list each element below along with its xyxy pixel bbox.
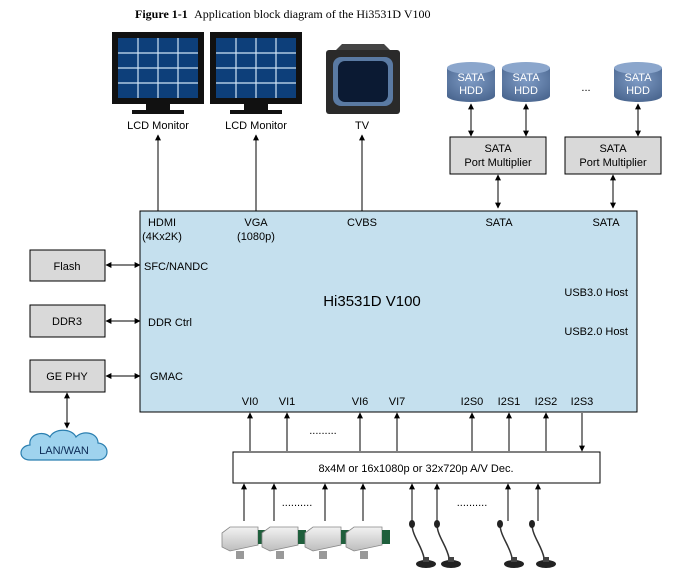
flash-label: Flash [54,261,81,273]
sata-port-multiplier-1: SATA Port Multiplier [449,136,547,175]
microphone-icon [434,520,461,568]
av-decoder-block: 8x4M or 16x1080p or 32x720p A/V Dec. [232,451,601,484]
flash-block: Flash [29,249,106,282]
i2s1-label: I2S1 [498,396,521,408]
vga-res-label: (1080p) [237,231,275,243]
figure-caption: Figure 1-1 Application block diagram of … [135,7,431,21]
lcd-monitor-1 [112,32,204,114]
vi7-label: VI7 [389,396,406,408]
microphone-icon [409,520,436,568]
usb2-host-label: USB2.0 Host [564,326,628,338]
sata-hdd-1: SATA HDD [447,62,495,102]
hdd-1-line2: HDD [459,85,483,97]
hdd-1-line1: SATA [457,72,485,84]
cvbs-label: CVBS [347,217,377,229]
camera-icon [345,526,390,559]
figure-title: Application block diagram of the Hi3531D… [194,7,430,21]
vi0-label: VI0 [242,396,259,408]
lcd-monitor-2-label: LCD Monitor [225,120,287,132]
port-mult-2-line1: SATA [599,143,627,155]
monitor-grid-icon [216,38,296,98]
lcd-monitor-2 [210,32,302,114]
ddr3-label: DDR3 [52,316,82,328]
ddr-ctrl-label: DDR Ctrl [148,317,192,329]
camera-icon [221,526,266,559]
vga-label: VGA [244,217,268,229]
usb3-host-label: USB3.0 Host [564,287,628,299]
lcd-monitor-1-label: LCD Monitor [127,120,189,132]
port-mult-1-line1: SATA [484,143,512,155]
soc-block: Hi3531D V100 HDMI (4Kx2K) VGA (1080p) CV… [139,210,638,413]
port-mult-2-line2: Port Multiplier [579,157,647,169]
vi-ellipsis: ......... [309,425,337,437]
mic-ellipsis: .......... [457,497,488,509]
microphone-icon [497,520,524,568]
hdmi-label: HDMI [148,217,176,229]
camera-icon [261,526,306,559]
figure-label: Figure 1-1 [135,7,188,21]
hdd-2-line1: SATA [512,72,540,84]
port-mult-1-line2: Port Multiplier [464,157,532,169]
sata-2-label: SATA [592,217,620,229]
ge-phy-block: GE PHY [29,359,106,393]
hdd-3-line2: HDD [626,85,650,97]
vi1-label: VI1 [279,396,296,408]
tv-icon [326,44,400,114]
monitor-grid-icon [118,38,198,98]
gmac-label: GMAC [150,371,183,383]
vi6-label: VI6 [352,396,369,408]
sata-hdd-3: SATA HDD [614,62,662,102]
ddr3-block: DDR3 [29,304,106,338]
av-decoder-label: 8x4M or 16x1080p or 32x720p A/V Dec. [318,463,513,475]
lan-wan-cloud-icon [20,429,108,461]
i2s2-label: I2S2 [535,396,558,408]
sata-hdd-2: SATA HDD [502,62,550,102]
sata-1-label: SATA [485,217,513,229]
hdd-2-line2: HDD [514,85,538,97]
lan-wan-label: LAN/WAN [39,445,89,457]
camera-ellipsis: .......... [282,497,313,509]
hdd-ellipsis: ... [581,82,590,94]
microphone-icon [529,520,556,568]
sfc-nandc-label: SFC/NANDC [144,261,208,273]
tv-label: TV [355,120,370,132]
i2s0-label: I2S0 [461,396,484,408]
i2s3-label: I2S3 [571,396,594,408]
soc-title: Hi3531D V100 [323,293,421,310]
hdd-3-line1: SATA [624,72,652,84]
ge-phy-label: GE PHY [46,371,88,383]
camera-icon [304,526,349,559]
sata-port-multiplier-2: SATA Port Multiplier [564,136,662,175]
hdmi-res-label: (4Kx2K) [142,231,182,243]
